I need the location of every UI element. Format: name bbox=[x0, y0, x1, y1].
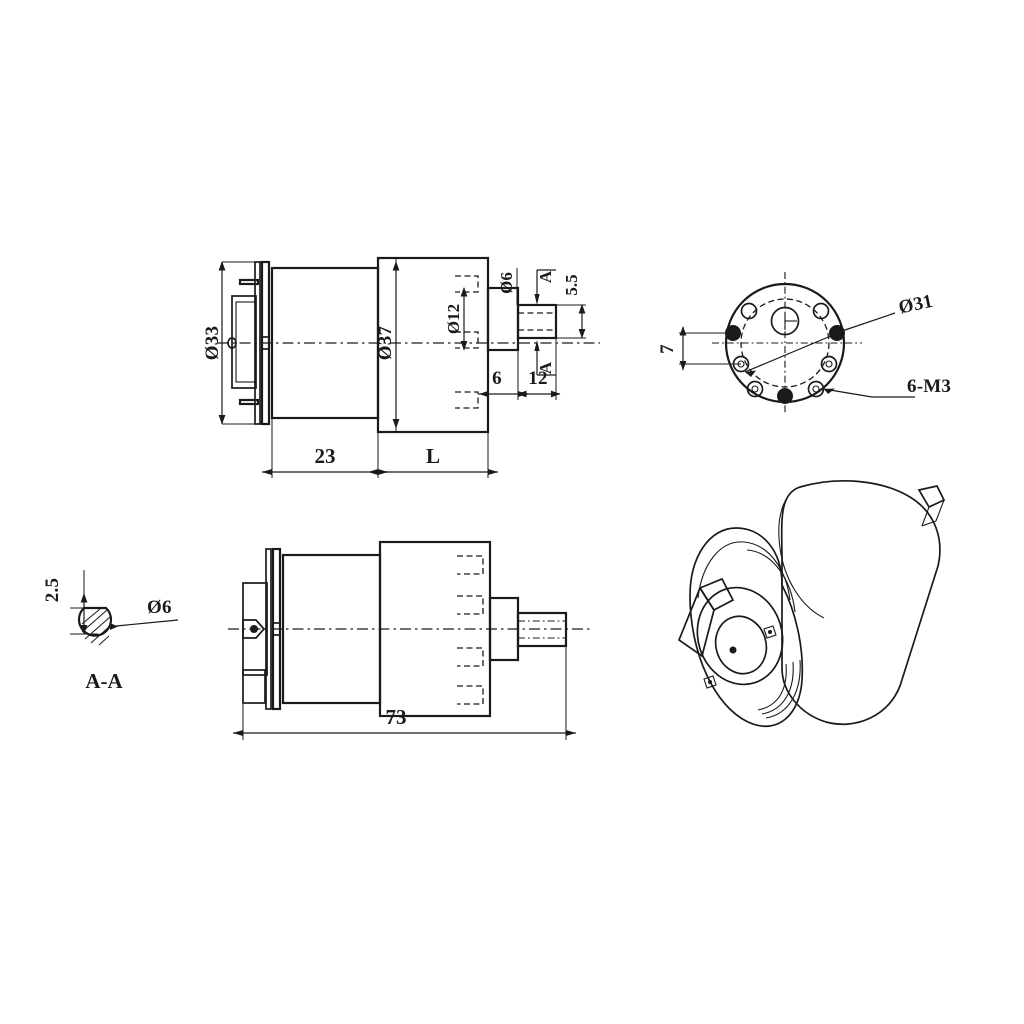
dim-label-motor-length: 23 bbox=[315, 444, 336, 468]
dim-label-hole-offset: 7 bbox=[657, 344, 678, 354]
dim-label-shaft-diameter: Ø6 bbox=[497, 272, 516, 294]
dim-gearbox-diameter: Ø37 bbox=[375, 261, 400, 429]
iso-terminal-block bbox=[677, 577, 735, 658]
iso-mounting-screws bbox=[703, 625, 777, 689]
iso-output-boss bbox=[714, 615, 768, 675]
iso-rear-cap-edge bbox=[778, 486, 825, 619]
dim-flat-depth: 2.5 bbox=[42, 570, 98, 635]
iso-gearbox-housing bbox=[689, 527, 804, 728]
dim-shaft-dia-section: Ø6 bbox=[115, 597, 179, 627]
dim-label-flat-depth: 2.5 bbox=[42, 578, 63, 602]
mounting-hole-m3-lower-left bbox=[746, 380, 764, 398]
dim-label-gearbox-diameter: Ø37 bbox=[375, 326, 396, 361]
view-isometric bbox=[677, 480, 946, 728]
dim-hole-offset: 7 bbox=[657, 326, 741, 371]
view-section-aa: 2.5 Ø6 A-A bbox=[42, 570, 179, 693]
front-output-boss bbox=[770, 306, 800, 336]
iso-gearbox-rings bbox=[697, 541, 801, 719]
dim-body-diameter: Ø33 bbox=[202, 261, 262, 425]
section-caption-aa: A-A bbox=[85, 669, 123, 693]
callout-thread-6m3: 6-M3 bbox=[823, 376, 951, 398]
dim-label-boss-length: 6 bbox=[492, 368, 502, 389]
iso-shaft-center bbox=[729, 646, 737, 654]
mounting-hole-filled-3 bbox=[777, 388, 793, 404]
dim-shaft-length: 12 bbox=[517, 338, 561, 400]
dim-label-gearbox-length: L bbox=[426, 444, 440, 468]
dim-overall-length: 73 bbox=[233, 646, 576, 740]
dim-label-shaft-flat: 5.5 bbox=[562, 274, 581, 295]
dim-shaft-diameter: Ø6 bbox=[497, 268, 518, 305]
dim-shaft-flat: 5.5 bbox=[556, 274, 586, 339]
mounting-hole-open-1 bbox=[740, 302, 758, 320]
section-arrows-aa: A A bbox=[534, 269, 556, 376]
section-label-a-bottom: A bbox=[536, 361, 555, 374]
section-label-a-top: A bbox=[536, 270, 555, 283]
dim-label-shaft-dia-section: Ø6 bbox=[147, 597, 172, 618]
callout-label-thread-6m3: 6-M3 bbox=[907, 376, 951, 397]
dim-gearbox-length: L bbox=[368, 350, 498, 478]
iso-motor-barrel bbox=[780, 480, 941, 726]
dim-motor-length: 23 bbox=[262, 418, 388, 478]
view-bottom-side: 73 bbox=[228, 540, 590, 740]
dim-label-body-diameter: Ø33 bbox=[202, 326, 223, 360]
iso-gearbox-front-face bbox=[696, 586, 784, 686]
dim-label-boss-diameter: Ø12 bbox=[444, 304, 463, 334]
view-top-section: Ø33 Ø37 Ø12 Ø6 5.5 A bbox=[202, 256, 600, 478]
iso-terminal-lug bbox=[917, 485, 946, 527]
side-gearbox-notches bbox=[457, 555, 484, 705]
dim-label-shaft-length: 12 bbox=[528, 368, 547, 389]
mounting-hole-m3-lower-right bbox=[807, 380, 825, 398]
shaft-cross-section bbox=[77, 606, 118, 646]
mounting-hole-m3-right bbox=[820, 355, 838, 373]
dim-boss-diameter: Ø12 bbox=[444, 287, 468, 351]
mounting-hole-open-2 bbox=[812, 302, 830, 320]
output-shaft bbox=[516, 303, 558, 340]
dim-label-overall-length: 73 bbox=[386, 705, 407, 729]
